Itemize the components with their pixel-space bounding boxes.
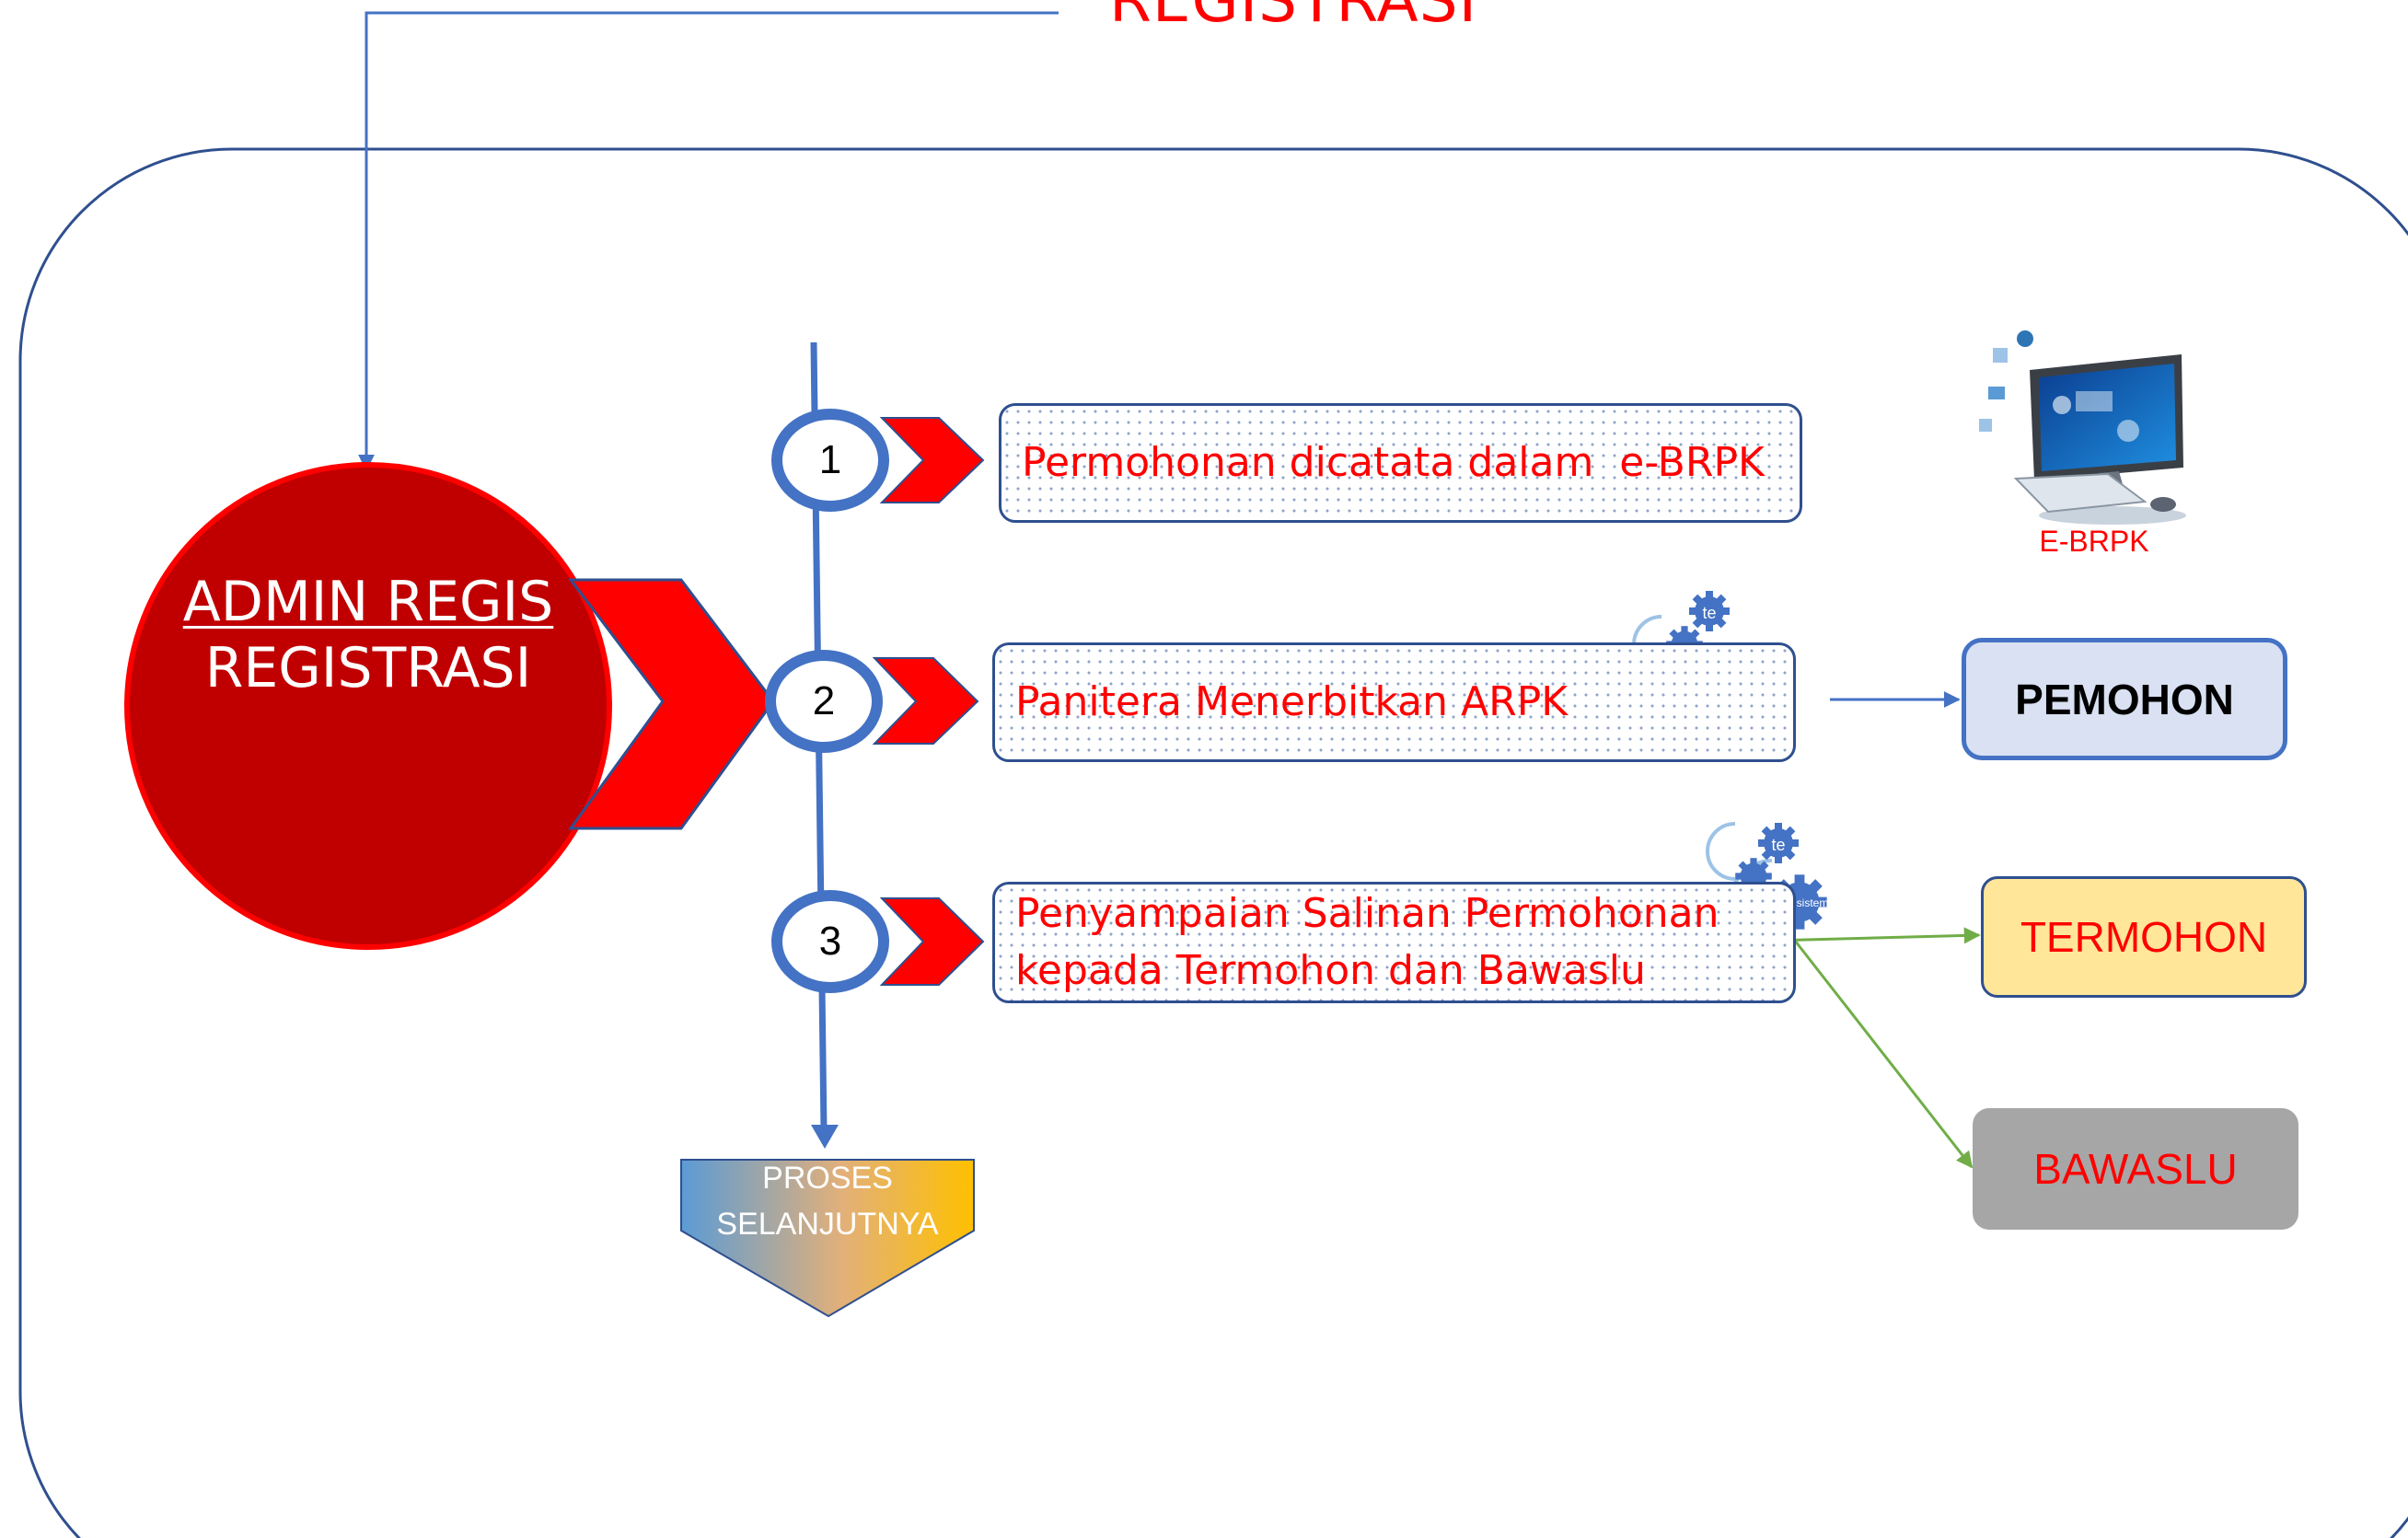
computer-icon <box>1979 330 2186 525</box>
step-1-chevron <box>879 417 985 503</box>
admin-circle <box>124 462 612 950</box>
pemohon-label: PEMOHON <box>2015 675 2234 723</box>
pemohon-box: PEMOHON <box>1962 638 2287 760</box>
admin-node: ADMIN REGIS REGISTRASI <box>129 479 608 792</box>
next-process-line-2: SELANJUTNYA <box>716 1207 939 1242</box>
bawaslu-label: BAWASLU <box>2033 1145 2238 1193</box>
gear-label-small: te <box>1771 836 1785 854</box>
step-2-number: 2 <box>812 678 836 723</box>
step-3-number: 3 <box>818 919 842 964</box>
page-title: REGISTRASI <box>1109 0 1478 36</box>
outer-frame <box>18 147 2408 1538</box>
step-2-ring <box>765 650 883 753</box>
step-1-text: Permohonan dicatata dalam e-BRPK <box>1022 439 1765 486</box>
termohon-box: TERMOHON <box>1981 876 2307 998</box>
step-3-ring <box>771 890 889 993</box>
next-process-arrow <box>680 1159 975 1318</box>
admin-chevron <box>567 578 775 830</box>
step-2-text: Panitera Menerbitkan ARPK <box>1015 678 1569 725</box>
computer-label: E-BRPK <box>2039 525 2149 558</box>
termohon-label: TERMOHON <box>2020 913 2268 961</box>
step-3-box: Penyampaian Salinan Permohonan kepada Te… <box>992 882 1796 1003</box>
step-3-text-line-2: kepada Termohon dan Bawaslu <box>1015 947 1646 994</box>
step-1-number: 1 <box>818 437 842 482</box>
step-1-ring <box>771 409 889 512</box>
step-2-chevron <box>872 657 979 745</box>
next-process-line-1: PROSES <box>762 1161 893 1196</box>
bawaslu-connector <box>1793 940 1974 1169</box>
gear-label-small: te <box>1702 604 1716 622</box>
step-3-text-line-1: Penyampaian Salinan Permohonan <box>1015 890 1719 937</box>
title-connector <box>358 11 1059 471</box>
admin-line-1: ADMIN REGIS <box>182 570 554 634</box>
step-1-box: Permohonan dicatata dalam e-BRPK <box>999 403 1802 523</box>
timeline-arrowhead <box>811 1125 839 1149</box>
step-2-box: Panitera Menerbitkan ARPK <box>992 642 1796 762</box>
bawaslu-box: BAWASLU <box>1973 1108 2298 1230</box>
step-3-chevron <box>879 897 985 986</box>
admin-line-2: REGISTRASI <box>204 636 532 700</box>
next-process-label: PROSES SELANJUTNYA <box>681 1155 974 1256</box>
